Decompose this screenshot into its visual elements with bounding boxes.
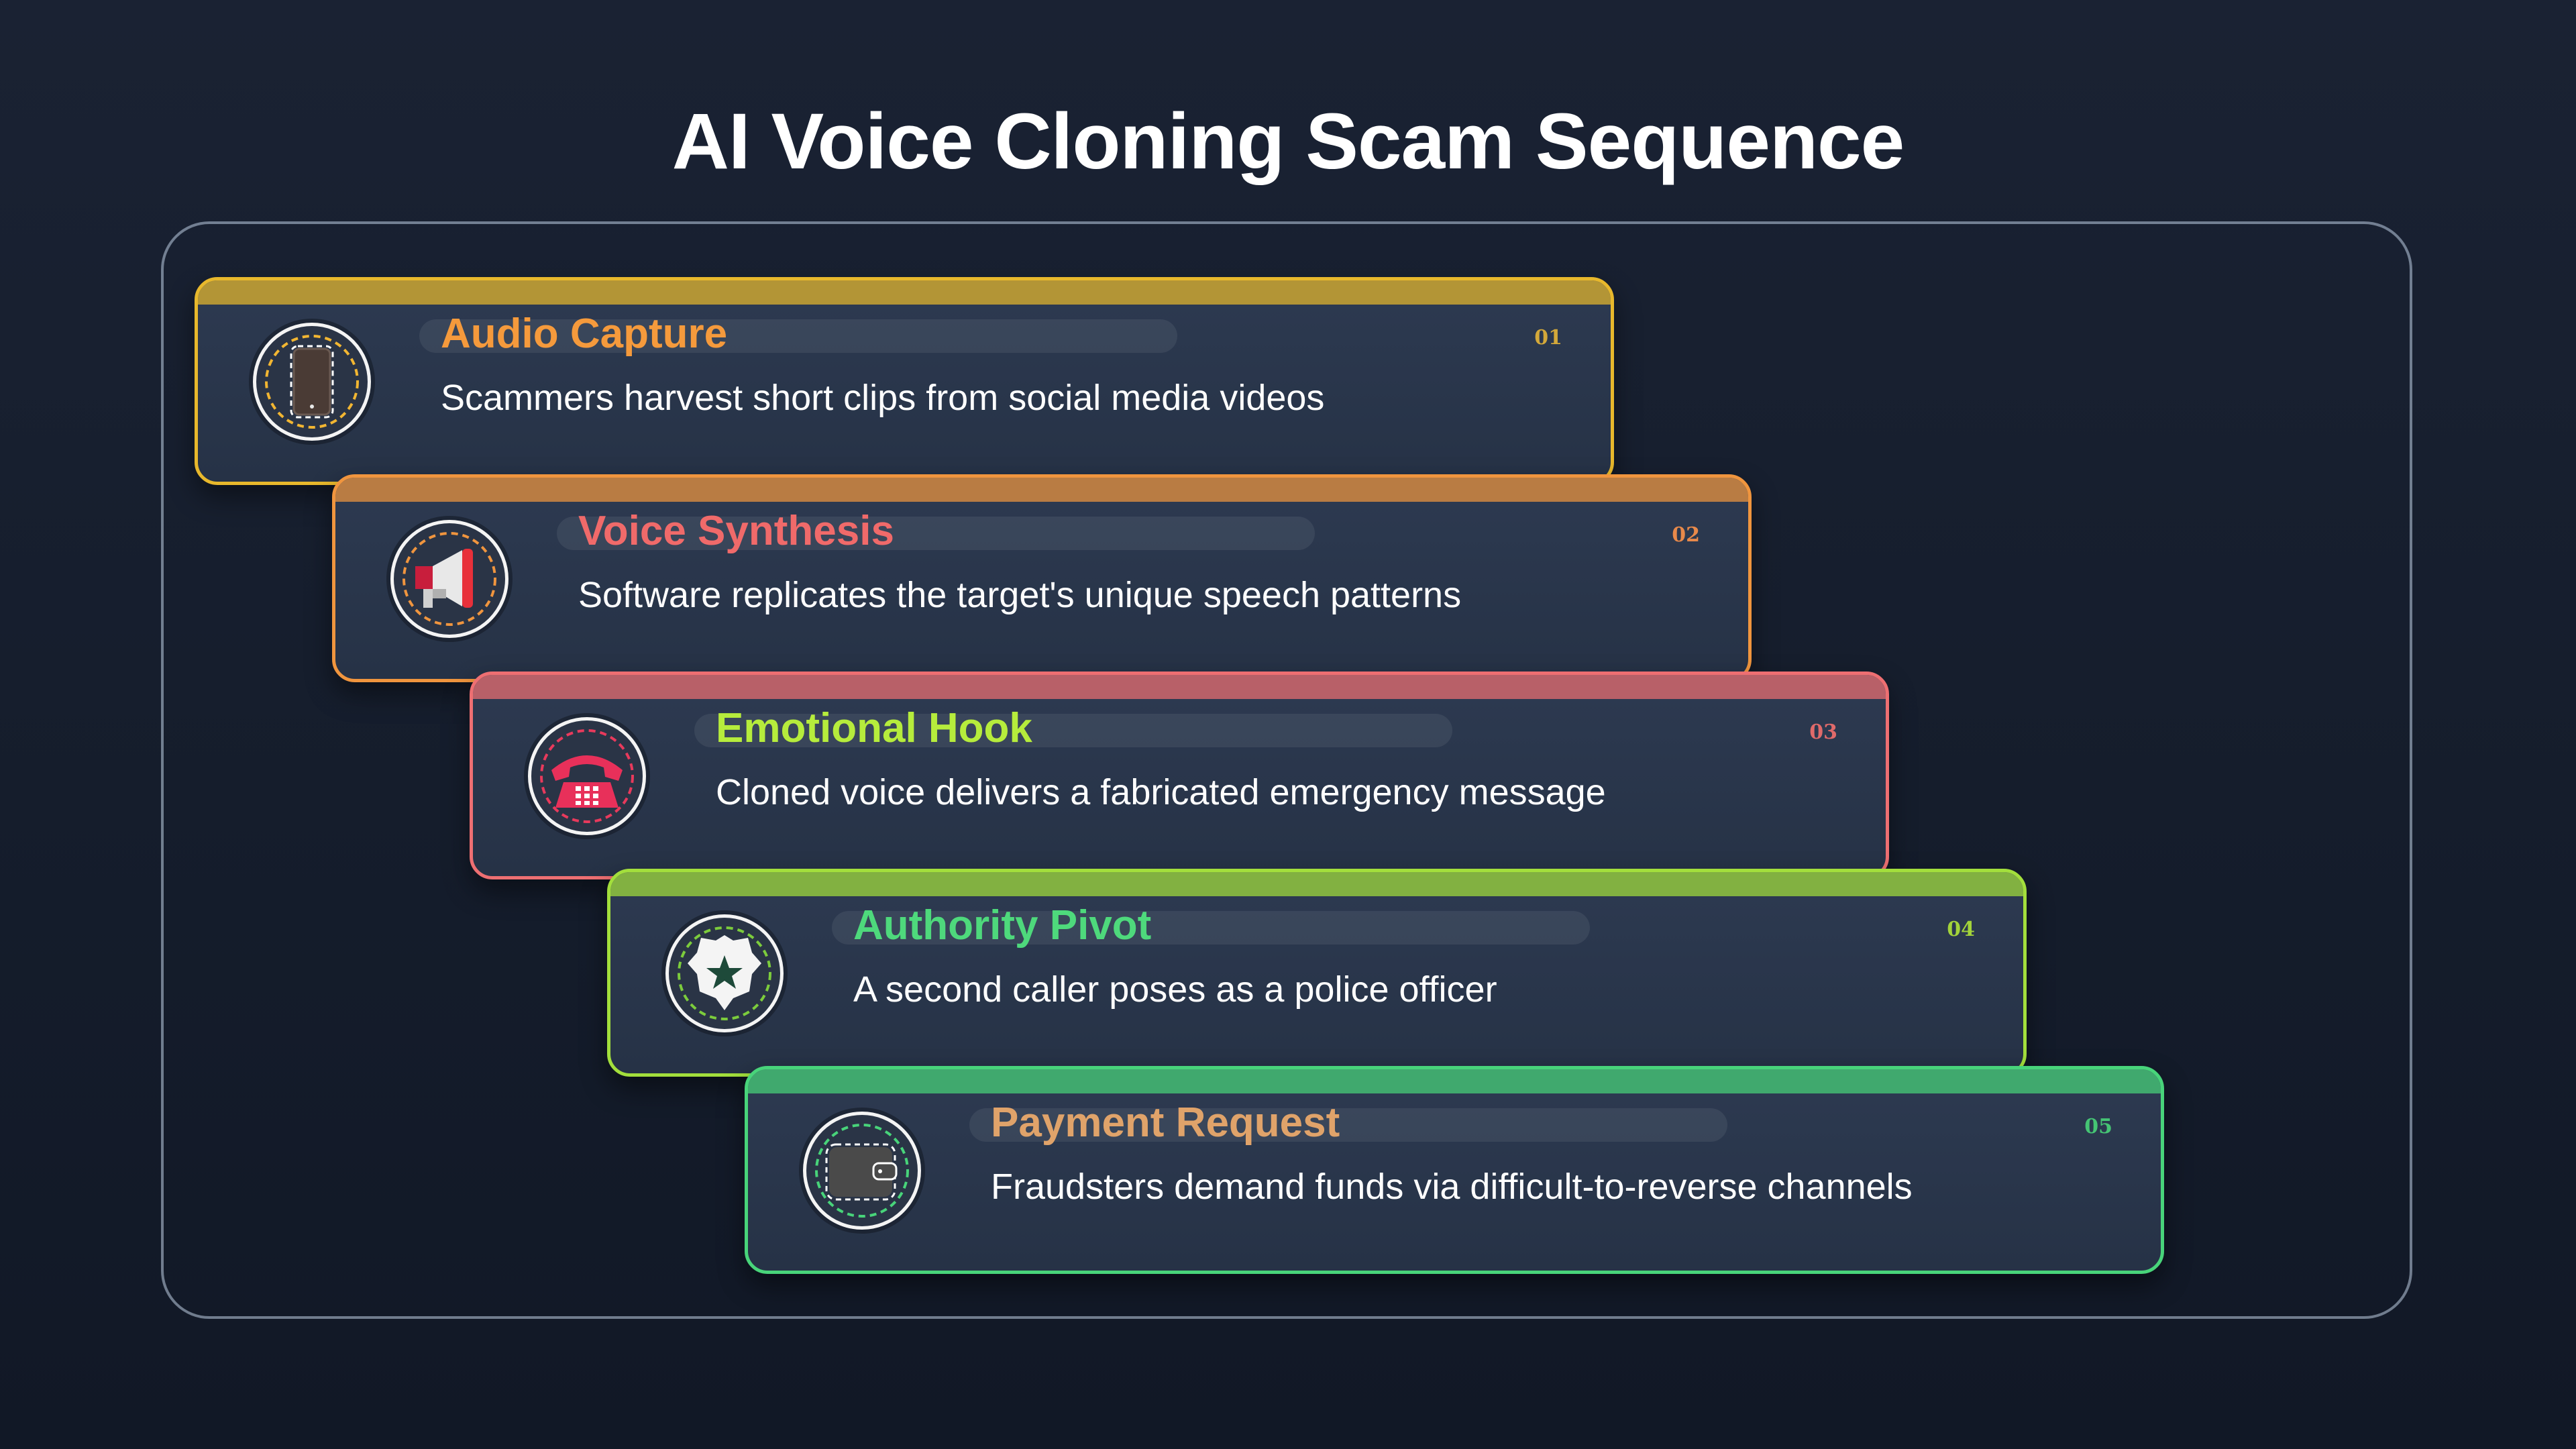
title-highlight: [419, 319, 1177, 353]
step-title: Voice Synthesis: [578, 508, 894, 554]
step-title: Emotional Hook: [716, 705, 1032, 751]
step-title: Audio Capture: [441, 311, 728, 357]
card-accent-bar: [335, 478, 1748, 502]
telephone-icon: [528, 717, 646, 835]
title-highlight: [832, 911, 1590, 945]
card-accent-bar: [748, 1069, 2161, 1093]
page-title: AI Voice Cloning Scam Sequence: [672, 97, 1905, 186]
step-title: Authority Pivot: [853, 902, 1152, 949]
step-description: Software replicates the target's unique …: [578, 575, 1462, 615]
title-highlight: [969, 1108, 1727, 1142]
step-description: Fraudsters demand funds via difficult-to…: [991, 1167, 1913, 1207]
police-badge-icon: [665, 914, 784, 1032]
step-description: Cloned voice delivers a fabricated emerg…: [716, 772, 1606, 812]
sequence-frame: [161, 221, 2412, 1319]
step-number: 04: [1947, 918, 1975, 941]
step-number: 03: [1809, 720, 1837, 744]
title-highlight: [694, 714, 1452, 747]
card-accent-bar: [610, 872, 2023, 896]
megaphone-icon: [390, 520, 508, 638]
step-title: Payment Request: [991, 1099, 1340, 1146]
smartphone-icon: [253, 323, 371, 441]
card-accent-bar: [198, 280, 1611, 305]
title-highlight: [557, 517, 1315, 550]
card-accent-bar: [473, 675, 1886, 699]
step-description: A second caller poses as a police office…: [853, 969, 1497, 1010]
step-card-authority-pivot: Authority Pivot A second caller poses as…: [607, 869, 2027, 1077]
step-card-voice-synthesis: Voice Synthesis Software replicates the …: [332, 474, 1752, 682]
step-number: 01: [1534, 326, 1562, 350]
wallet-icon: [803, 1112, 921, 1230]
step-card-audio-capture: Audio Capture Scammers harvest short cli…: [195, 277, 1614, 485]
step-card-emotional-hook: Emotional Hook Cloned voice delivers a f…: [470, 672, 1889, 879]
step-card-payment-request: Payment Request Fraudsters demand funds …: [745, 1066, 2164, 1274]
step-number: 05: [2084, 1115, 2112, 1138]
step-number: 02: [1672, 523, 1700, 547]
step-description: Scammers harvest short clips from social…: [441, 378, 1325, 418]
